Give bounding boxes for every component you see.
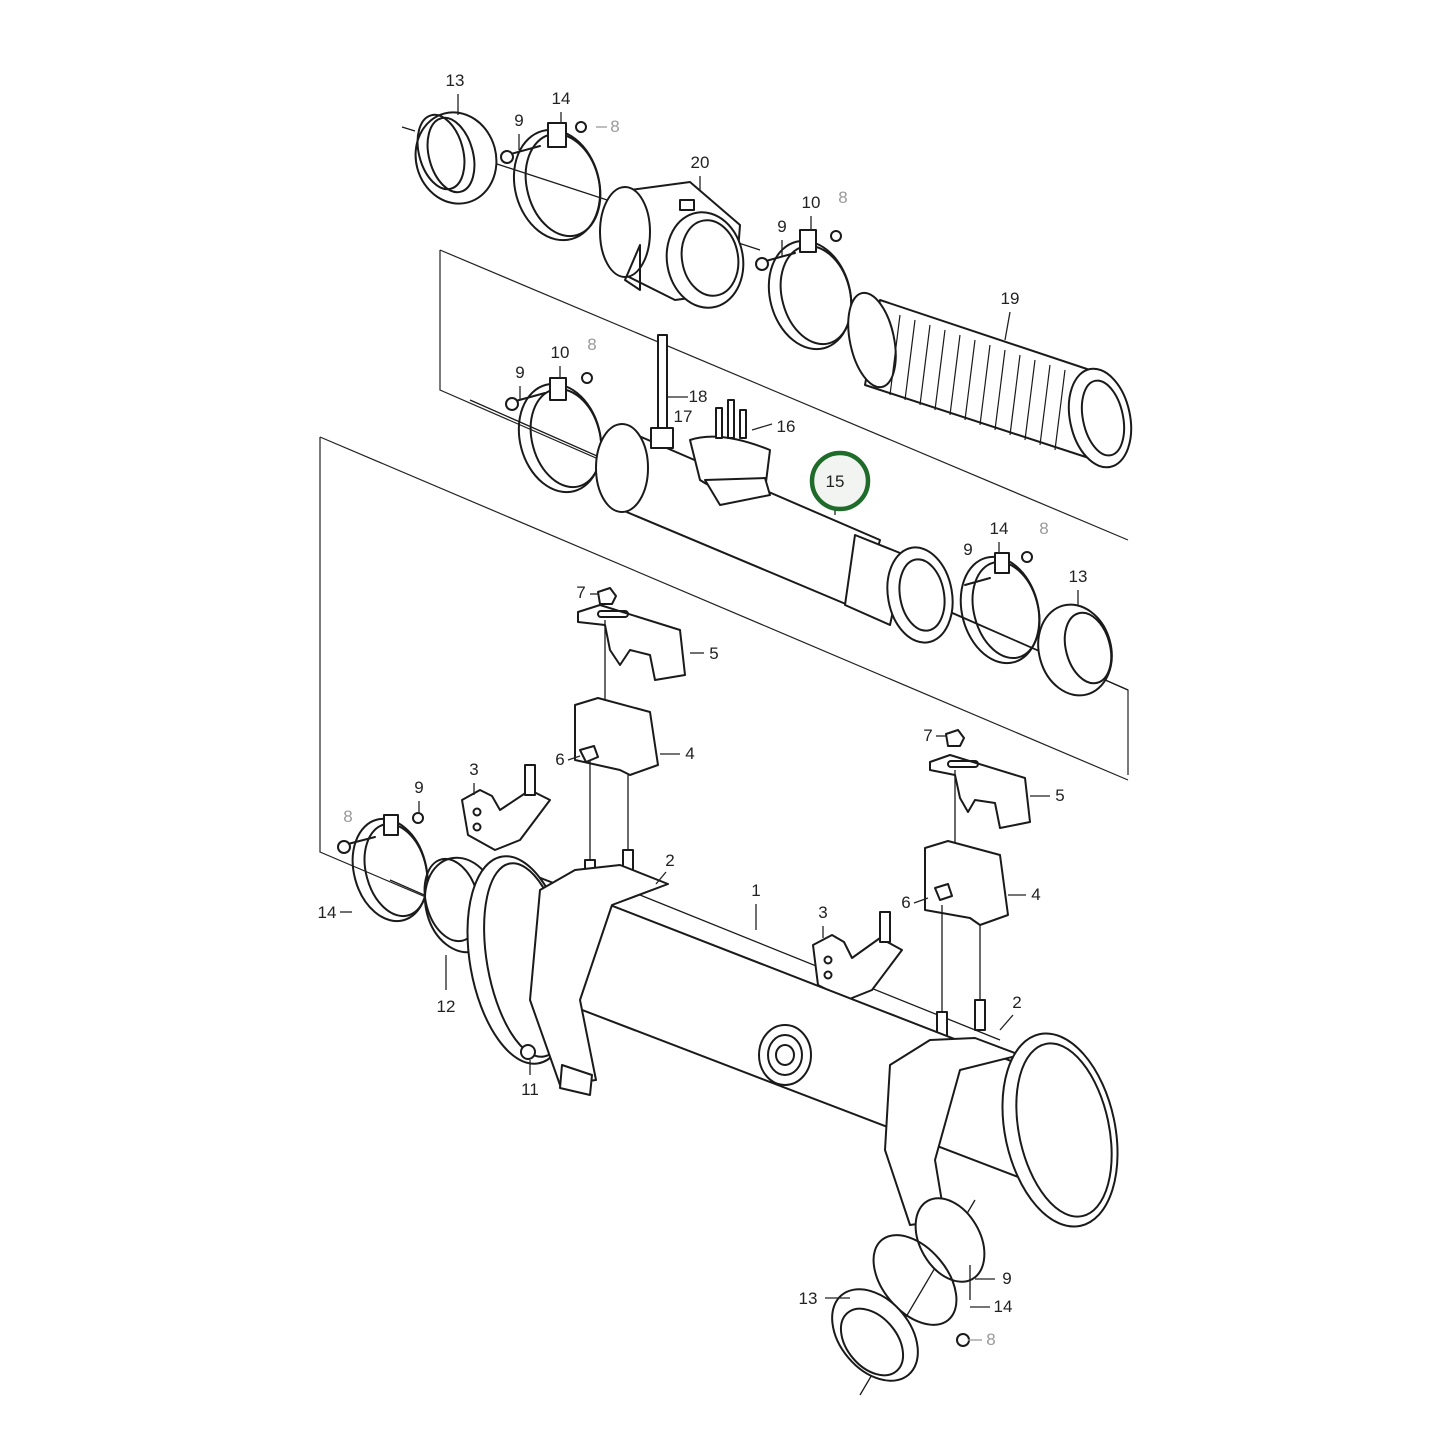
- part-10-v-clamp-middle: [505, 372, 603, 494]
- callout-label-20: 20: [691, 153, 710, 172]
- callout-label-19: 19: [1001, 289, 1020, 308]
- callout-label-18: 18: [689, 387, 708, 406]
- callout-label-3: 3: [469, 760, 478, 779]
- bracket-3-strap-left: [461, 764, 551, 851]
- part-13-flange-ring-top: [414, 111, 498, 205]
- callout-label-8: 8: [343, 807, 352, 826]
- callout-label-7: 7: [576, 583, 585, 602]
- part-1-muffler-body: [466, 855, 1119, 1228]
- callout-label-8: 8: [587, 335, 596, 354]
- callout-label-14: 14: [552, 89, 571, 108]
- part-18-sensor: [650, 334, 674, 449]
- callout-label-9: 9: [414, 778, 423, 797]
- callout-label-6: 6: [901, 893, 910, 912]
- callout-label-8: 8: [838, 188, 847, 207]
- callout-label-10: 10: [802, 193, 821, 212]
- callout-label-8: 8: [986, 1330, 995, 1349]
- part-13-flange-ring-mid: [1037, 603, 1113, 697]
- leader-lines: [340, 94, 1079, 1341]
- callout-label-14: 14: [994, 1297, 1013, 1316]
- callout-label-15: 15: [826, 472, 845, 491]
- part-13-flange-ring-bottom: [831, 1288, 919, 1382]
- bracket-5-upper-left: [577, 587, 686, 681]
- bracket-4-lower-left: [574, 620, 659, 776]
- callout-label-4: 4: [685, 744, 694, 763]
- callout-label-16: 16: [777, 417, 796, 436]
- callout-label-17: 17: [674, 407, 693, 426]
- callout-label-7: 7: [923, 726, 932, 745]
- assembly-frame-lower: [319, 436, 1129, 916]
- highlight-circle-part-15: [809, 450, 871, 512]
- callout-label-9: 9: [514, 111, 523, 130]
- part-19-flex-bellows: [847, 291, 1133, 469]
- callout-label-13: 13: [1069, 567, 1088, 586]
- callout-label-4: 4: [1031, 885, 1040, 904]
- callout-label-13: 13: [799, 1289, 818, 1308]
- callout-label-1: 1: [751, 881, 760, 900]
- part-14-v-clamp-top: [500, 121, 602, 242]
- part-16-17-sensor-mount: [689, 399, 771, 506]
- callout-label-11: 11: [521, 1080, 539, 1099]
- callout-label-5: 5: [1055, 786, 1064, 805]
- callout-label-6: 6: [555, 750, 564, 769]
- part-10-v-clamp-upper: [755, 229, 853, 351]
- callout-label-8: 8: [1039, 519, 1048, 538]
- part-20-connector-sleeve: [599, 181, 745, 309]
- callout-label-9: 9: [515, 363, 524, 382]
- callout-label-2: 2: [1012, 993, 1021, 1012]
- callout-label-9: 9: [777, 217, 786, 236]
- callout-label-12: 12: [437, 997, 456, 1016]
- callout-label-14: 14: [990, 519, 1009, 538]
- callout-label-8: 8: [610, 117, 619, 136]
- bracket-5-upper-right: [929, 729, 1031, 829]
- callout-label-9: 9: [1002, 1269, 1011, 1288]
- callout-label-13: 13: [446, 71, 465, 90]
- callout-label-14: 14: [318, 903, 337, 922]
- callout-label-3: 3: [818, 903, 827, 922]
- callout-label-9: 9: [963, 540, 972, 559]
- part-14-v-clamp-mid: [959, 551, 1041, 665]
- part-14-v-clamp-lower-left: [337, 812, 429, 923]
- bracket-3-strap-right: [812, 911, 903, 1001]
- center-axis-lines: [389, 126, 1129, 1396]
- callout-label-5: 5: [709, 644, 718, 663]
- bracket-4-lower-right: [924, 770, 1009, 926]
- callout-label-10: 10: [551, 343, 570, 362]
- callout-label-2: 2: [665, 851, 674, 870]
- part-15-exhaust-pipe: [595, 423, 954, 644]
